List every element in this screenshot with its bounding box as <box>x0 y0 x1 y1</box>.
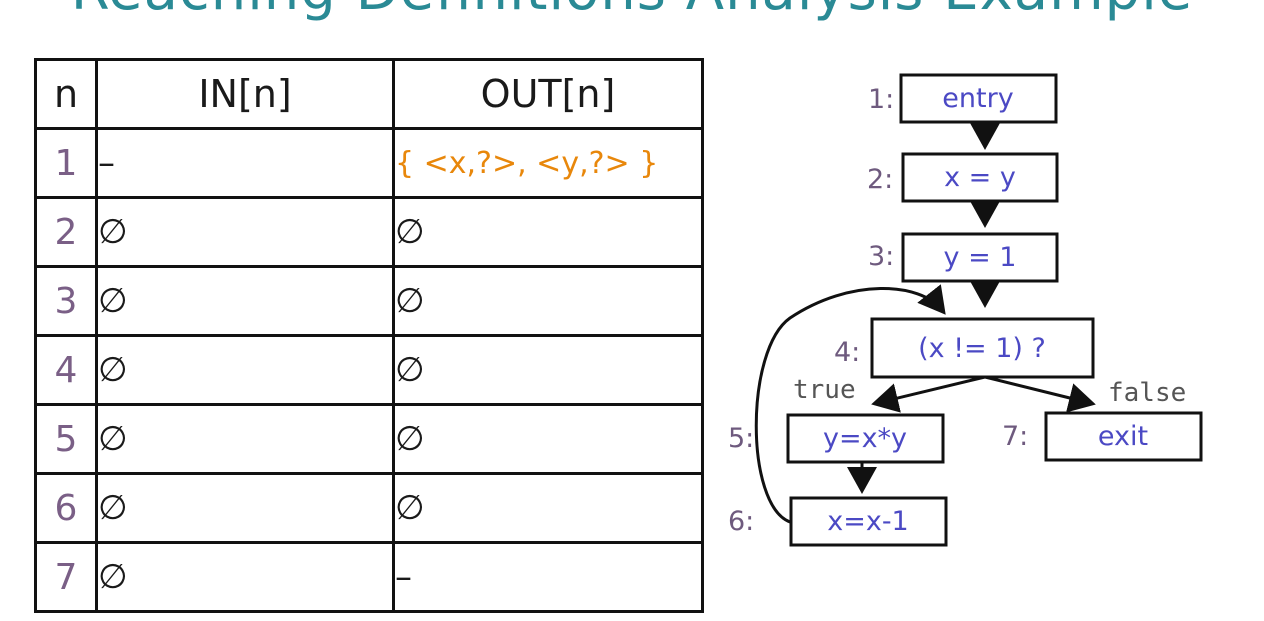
row-number: 7 <box>34 541 98 613</box>
node-text-3: y = 1 <box>944 242 1017 273</box>
table-row: 2 ∅ ∅ <box>34 196 704 268</box>
out-cell: – <box>392 541 704 613</box>
out-cell: ∅ <box>392 196 704 268</box>
table-header-row: n IN[n] OUT[n] <box>34 58 704 130</box>
row-number: 6 <box>34 472 98 544</box>
page-title: Reaching Definitions Analysis Example <box>0 0 1264 23</box>
table-row: 6 ∅ ∅ <box>34 472 704 544</box>
node-box-y-equals-1 <box>901 232 1059 283</box>
node-label-1: 1: <box>868 84 894 115</box>
node-box-x-equals-y <box>901 152 1059 203</box>
node-text-4: (x != 1) ? <box>918 333 1046 364</box>
node-box-condition <box>870 317 1095 379</box>
table-row: 5 ∅ ∅ <box>34 403 704 475</box>
in-cell: ∅ <box>95 196 395 268</box>
in-cell: – <box>95 127 395 199</box>
node-text-1: entry <box>942 83 1013 114</box>
in-cell: ∅ <box>95 265 395 337</box>
out-cell: { <x,?>, <y,?> } <box>392 127 704 199</box>
table-row: 3 ∅ ∅ <box>34 265 704 337</box>
node-label-5: 5: <box>728 423 754 454</box>
column-header-in: IN[n] <box>95 58 395 130</box>
row-number: 5 <box>34 403 98 475</box>
row-number: 3 <box>34 265 98 337</box>
row-number: 4 <box>34 334 98 406</box>
edge-4-5 <box>871 375 986 413</box>
node-box-x-equals-x-minus-1 <box>789 496 948 547</box>
node-label-4: 4: <box>834 337 860 368</box>
edge-4-7 <box>984 375 1096 413</box>
edge-label-false: false <box>1108 378 1186 408</box>
node-label-3: 3: <box>868 241 894 272</box>
node-text-7: exit <box>1098 421 1148 452</box>
node-box-y-equals-x-times-y <box>786 413 945 464</box>
column-header-out: OUT[n] <box>392 58 704 130</box>
out-cell: ∅ <box>392 472 704 544</box>
out-cell: ∅ <box>392 334 704 406</box>
in-cell: ∅ <box>95 541 395 613</box>
out-cell: ∅ <box>392 403 704 475</box>
table-row: 1 – { <x,?>, <y,?> } <box>34 127 704 199</box>
edge-label-true: true <box>793 375 856 405</box>
column-header-n: n <box>34 58 98 130</box>
node-label-6: 6: <box>728 506 754 537</box>
out-cell: ∅ <box>392 265 704 337</box>
node-text-5: y=x*y <box>823 423 907 454</box>
in-cell: ∅ <box>95 334 395 406</box>
in-cell: ∅ <box>95 403 395 475</box>
cfg-edges <box>754 122 1096 524</box>
table-row: 7 ∅ – <box>34 541 704 613</box>
edge-6-4-back <box>754 284 946 524</box>
row-number: 1 <box>34 127 98 199</box>
table-row: 4 ∅ ∅ <box>34 334 704 406</box>
node-text-2: x = y <box>944 162 1016 193</box>
reaching-definitions-table: n IN[n] OUT[n] 1 – { <x,?>, <y,?> } 2 ∅ … <box>34 58 704 613</box>
in-cell: ∅ <box>95 472 395 544</box>
node-box-entry <box>899 73 1058 124</box>
node-label-2: 2: <box>867 164 893 195</box>
node-text-6: x=x-1 <box>827 506 909 537</box>
node-label-7: 7: <box>1002 421 1028 452</box>
row-number: 2 <box>34 196 98 268</box>
node-box-exit <box>1044 411 1203 462</box>
